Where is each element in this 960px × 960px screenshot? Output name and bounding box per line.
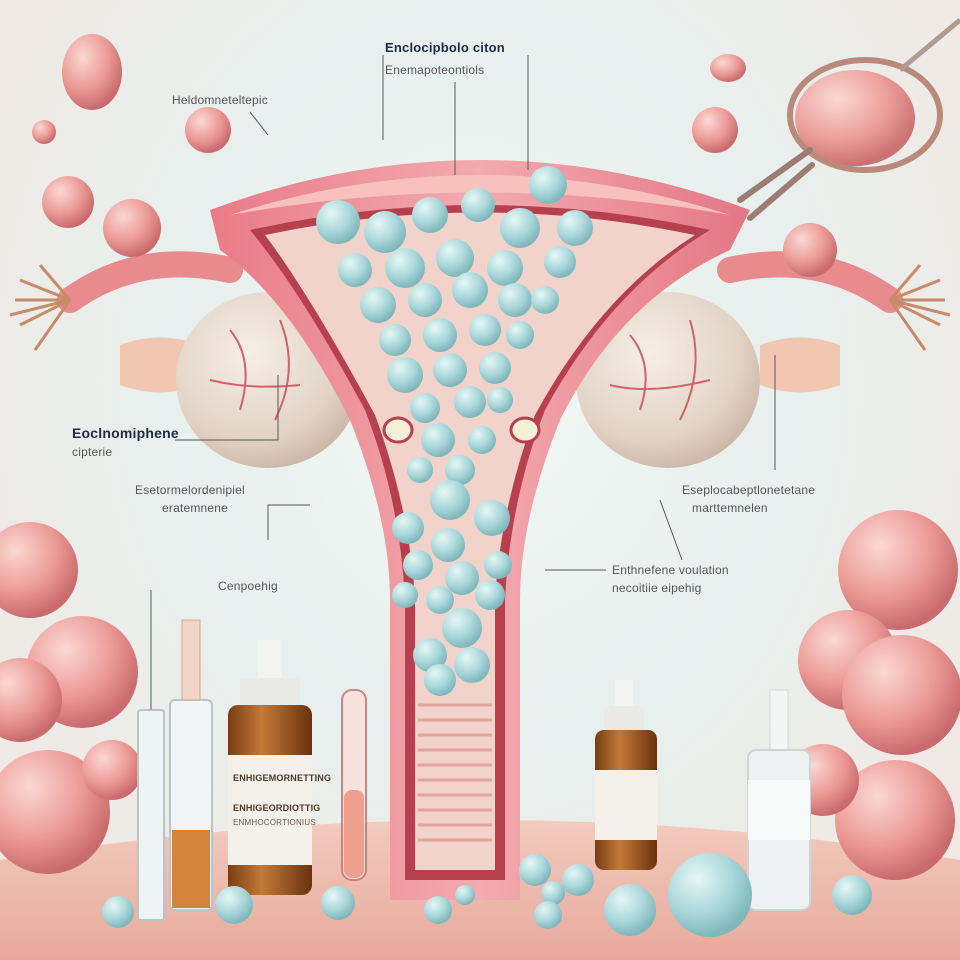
medicine-bottle-right bbox=[595, 680, 657, 870]
label-center-right-title: Enthnefene voulation bbox=[612, 563, 729, 577]
bottle-label-line-1: ENHIGEMORNETTING bbox=[233, 773, 332, 783]
cervix-rings bbox=[418, 703, 492, 842]
label-top-subtitle: Enemapoteontiols bbox=[385, 63, 485, 77]
follicle-cluster bbox=[316, 166, 593, 696]
bottle-label-line-2: ENHIGEORDIOTTIG bbox=[233, 803, 321, 813]
syringe bbox=[137, 590, 213, 921]
large-cells-right bbox=[787, 510, 960, 880]
label-left-subtitle: cipterie bbox=[72, 445, 113, 459]
label-upper-left: Heldomneteltepic bbox=[172, 93, 268, 107]
ovary-right bbox=[576, 292, 760, 468]
label-center-right-sub: necoitiie eipehig bbox=[612, 581, 702, 595]
label-lower-left: Cenpoehig bbox=[218, 579, 278, 593]
bottle-label-line-3: ENMHOCORTIONIUS bbox=[233, 818, 316, 827]
floating-cells bbox=[32, 34, 837, 277]
fimbriae-left bbox=[9, 264, 72, 351]
label-top-title: Enclocipbolo citon bbox=[385, 40, 505, 55]
leader-lines bbox=[175, 55, 776, 571]
label-right-sub: marttemnelen bbox=[692, 501, 768, 515]
fimbriae-right bbox=[888, 264, 951, 351]
white-bottle bbox=[747, 689, 811, 911]
label-right-title: Eseplocabeptlonetetane bbox=[682, 483, 816, 497]
label-mid-left-sub: eratemnene bbox=[162, 501, 229, 515]
floor-follicles bbox=[102, 853, 872, 937]
laparoscopic-instrument bbox=[737, 18, 960, 221]
medicine-bottle-left bbox=[228, 640, 312, 895]
large-cells-left bbox=[0, 522, 142, 874]
test-tube bbox=[341, 689, 367, 881]
label-left-title: Eoclnomiphene bbox=[72, 425, 179, 441]
label-mid-left: Esetormelordenipiel bbox=[135, 483, 245, 497]
